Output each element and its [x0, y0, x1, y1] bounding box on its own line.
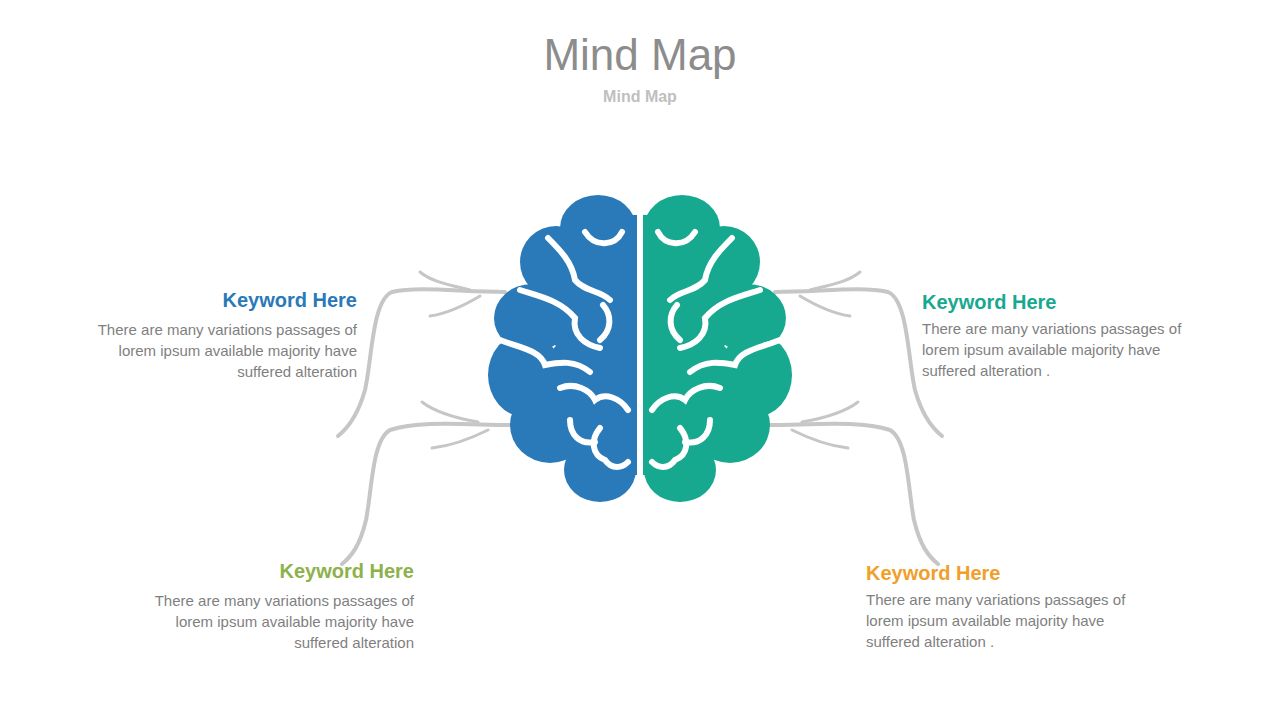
slide-subtitle: Mind Map [0, 88, 1280, 106]
keyword-heading: Keyword Here [280, 560, 415, 583]
keyword-heading: Keyword Here [866, 562, 1001, 585]
slide-title: Mind Map [0, 30, 1280, 80]
keyword-description: There are many variations passages of lo… [866, 589, 1146, 652]
keyword-description: There are many variations passages of lo… [77, 319, 357, 382]
keyword-description: There are many variations passages of lo… [922, 318, 1202, 381]
keyword-heading: Keyword Here [922, 291, 1057, 314]
keyword-description: There are many variations passages of lo… [134, 590, 414, 653]
keyword-heading: Keyword Here [223, 289, 358, 312]
